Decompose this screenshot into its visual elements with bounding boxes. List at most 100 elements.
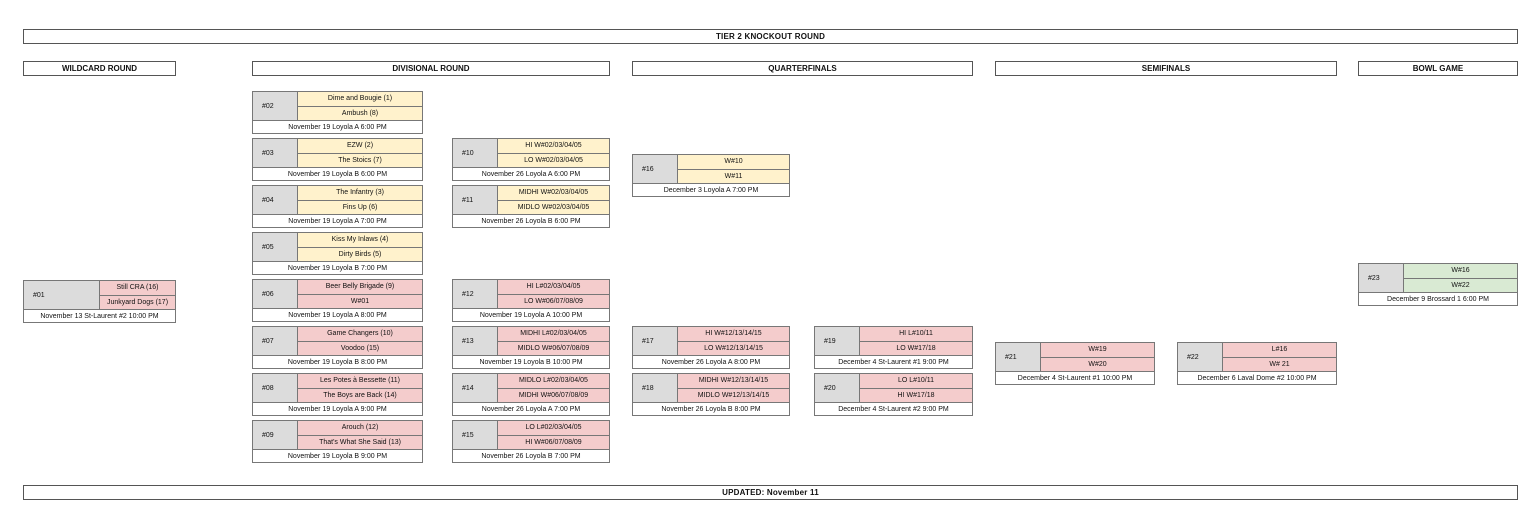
team-bottom: LO W#06/07/08/09: [497, 294, 610, 309]
team-bottom: Junkyard Dogs (17): [99, 295, 176, 310]
team-bottom: MIDHI W#06/07/08/09: [497, 388, 610, 403]
team-bottom: W#22: [1403, 278, 1518, 293]
round-header-bowl: BOWL GAME: [1358, 61, 1518, 76]
game-number: #12: [452, 279, 497, 309]
team-bottom: MIDLO W#02/03/04/05: [497, 200, 610, 215]
team-top: MIDHI W#02/03/04/05: [497, 185, 610, 201]
game-number: #03: [252, 138, 297, 168]
team-bottom: W#20: [1040, 357, 1155, 372]
team-top: Dime and Bougie (1): [297, 91, 423, 107]
team-bottom: That's What She Said (13): [297, 435, 423, 450]
updated-footer: UPDATED: November 11: [23, 485, 1518, 500]
team-bottom: Ambush (8): [297, 106, 423, 121]
game-number: #08: [252, 373, 297, 403]
team-bottom: Fins Up (6): [297, 200, 423, 215]
game-01: #01 Still CRA (16)Junkyard Dogs (17) Nov…: [23, 280, 176, 323]
game-number: #06: [252, 279, 297, 309]
game-schedule: November 26 Loyola B 8:00 PM: [632, 403, 790, 416]
game-schedule: December 3 Loyola A 7:00 PM: [632, 184, 790, 197]
game-schedule: November 19 Loyola A 9:00 PM: [252, 403, 423, 416]
team-top: EZW (2): [297, 138, 423, 154]
game-schedule: November 19 Loyola A 8:00 PM: [252, 309, 423, 322]
team-top: MIDHI W#12/13/14/15: [677, 373, 790, 389]
team-bottom: Voodoo (15): [297, 341, 423, 356]
team-top: Beer Belly Brigade (9): [297, 279, 423, 295]
team-bottom: The Stoics (7): [297, 153, 423, 168]
game-schedule: December 4 St-Laurent #1 10:00 PM: [995, 372, 1155, 385]
game-schedule: November 13 St-Laurent #2 10:00 PM: [23, 310, 176, 323]
game-schedule: November 26 Loyola B 6:00 PM: [452, 215, 610, 228]
round-header-quarterfinals: QUARTERFINALS: [632, 61, 973, 76]
team-bottom: MIDLO W#06/07/08/09: [497, 341, 610, 356]
game-number: #21: [995, 342, 1040, 372]
game-number: #04: [252, 185, 297, 215]
team-top: HI L#02/03/04/05: [497, 279, 610, 295]
game-07: #07 Game Changers (10)Voodoo (15) Novemb…: [252, 326, 423, 369]
game-08: #08 Les Potes à Bessette (11)The Boys ar…: [252, 373, 423, 416]
game-schedule: November 19 Loyola B 9:00 PM: [252, 450, 423, 463]
game-number: #07: [252, 326, 297, 356]
team-top: HI W#02/03/04/05: [497, 138, 610, 154]
game-09: #09 Arouch (12)That's What She Said (13)…: [252, 420, 423, 463]
game-schedule: November 19 Loyola B 7:00 PM: [252, 262, 423, 275]
game-schedule: November 26 Loyola B 7:00 PM: [452, 450, 610, 463]
game-number: #14: [452, 373, 497, 403]
team-top: W#10: [677, 154, 790, 170]
game-06: #06 Beer Belly Brigade (9)W#01 November …: [252, 279, 423, 322]
game-schedule: December 6 Laval Dome #2 10:00 PM: [1177, 372, 1337, 385]
game-schedule: November 26 Loyola A 8:00 PM: [632, 356, 790, 369]
game-number: #15: [452, 420, 497, 450]
game-number: #18: [632, 373, 677, 403]
team-top: LO L#02/03/04/05: [497, 420, 610, 436]
game-number: #11: [452, 185, 497, 215]
game-02: #02 Dime and Bougie (1)Ambush (8) Novemb…: [252, 91, 423, 134]
game-number: #22: [1177, 342, 1222, 372]
game-05: #05 Kiss My Inlaws (4)Dirty Birds (5) No…: [252, 232, 423, 275]
game-schedule: November 19 Loyola B 8:00 PM: [252, 356, 423, 369]
round-header-semifinals: SEMIFINALS: [995, 61, 1337, 76]
team-top: Still CRA (16): [99, 280, 176, 296]
team-top: Les Potes à Bessette (11): [297, 373, 423, 389]
team-top: L#16: [1222, 342, 1337, 358]
team-bottom: The Boys are Back (14): [297, 388, 423, 403]
team-top: Kiss My Inlaws (4): [297, 232, 423, 248]
team-bottom: LO W#02/03/04/05: [497, 153, 610, 168]
game-number: #20: [814, 373, 859, 403]
team-bottom: W# 21: [1222, 357, 1337, 372]
game-schedule: November 19 Loyola A 10:00 PM: [452, 309, 610, 322]
team-bottom: LO W#17/18: [859, 341, 973, 356]
round-header-wildcard: WILDCARD ROUND: [23, 61, 176, 76]
game-schedule: November 26 Loyola A 7:00 PM: [452, 403, 610, 416]
round-header-divisional: DIVISIONAL ROUND: [252, 61, 610, 76]
game-number: #10: [452, 138, 497, 168]
team-top: Arouch (12): [297, 420, 423, 436]
game-number: #01: [23, 280, 99, 310]
game-number: #17: [632, 326, 677, 356]
game-schedule: December 9 Brossard 1 6:00 PM: [1358, 293, 1518, 306]
team-bottom: HI W#06/07/08/09: [497, 435, 610, 450]
game-number: #23: [1358, 263, 1403, 293]
team-bottom: Dirty Birds (5): [297, 247, 423, 262]
game-schedule: November 26 Loyola A 6:00 PM: [452, 168, 610, 181]
game-number: #16: [632, 154, 677, 184]
team-top: HI W#12/13/14/15: [677, 326, 790, 342]
team-top: MIDHI L#02/03/04/05: [497, 326, 610, 342]
team-top: LO L#10/11: [859, 373, 973, 389]
game-number: #09: [252, 420, 297, 450]
team-bottom: W#11: [677, 169, 790, 184]
game-03: #03 EZW (2)The Stoics (7) November 19 Lo…: [252, 138, 423, 181]
game-schedule: December 4 St-Laurent #2 9:00 PM: [814, 403, 973, 416]
team-bottom: MIDLO W#12/13/14/15: [677, 388, 790, 403]
game-number: #13: [452, 326, 497, 356]
